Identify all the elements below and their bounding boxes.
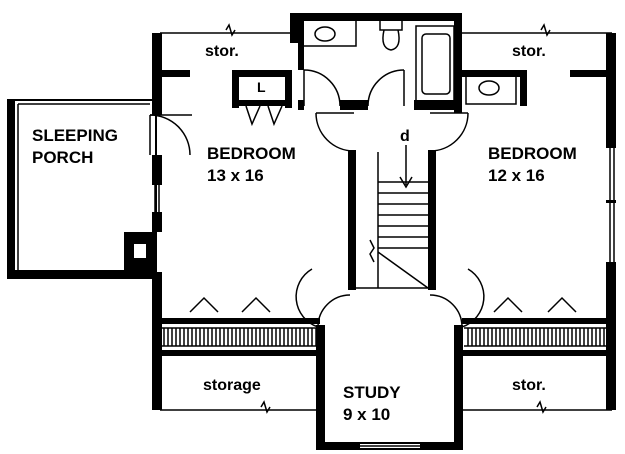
sleeping-porch [7, 99, 157, 279]
bedroom-right-name: BEDROOM [488, 144, 577, 163]
stair-treads [377, 181, 429, 289]
study-size: 9 x 10 [343, 405, 390, 424]
left-closet [160, 296, 320, 356]
stairwell [348, 145, 436, 290]
stair-down-arrow-icon [399, 145, 413, 189]
left-closet-hatch [163, 328, 317, 346]
study-door-swings [295, 268, 485, 328]
linen-label: L [257, 79, 266, 95]
stor-bottom-right-label: stor. [512, 377, 546, 394]
bathroom [298, 19, 517, 110]
storage-bottom-left-label: storage [203, 377, 261, 394]
bedroom-right-size: 12 x 16 [488, 166, 545, 185]
bedroom-left-name: BEDROOM [207, 144, 296, 163]
room-labels: SLEEPING PORCH BEDROOM 13 x 16 BEDROOM 1… [32, 43, 577, 424]
break-marks [225, 23, 551, 414]
stair-down-label: d [400, 128, 410, 145]
exterior-walls [152, 13, 616, 450]
stor-top-left-label: stor. [205, 43, 239, 60]
door-swings [149, 112, 469, 156]
stor-top-right-label: stor. [512, 43, 546, 60]
study-name: STUDY [343, 383, 401, 402]
bedroom-left-size: 13 x 16 [207, 166, 264, 185]
sleeping-porch-label-2: PORCH [32, 148, 93, 167]
right-closet-hatch [467, 328, 605, 346]
sleeping-porch-label-1: SLEEPING [32, 126, 118, 145]
right-closet [462, 296, 608, 356]
linen-closet [232, 70, 292, 127]
top-storage-walls [160, 70, 610, 106]
